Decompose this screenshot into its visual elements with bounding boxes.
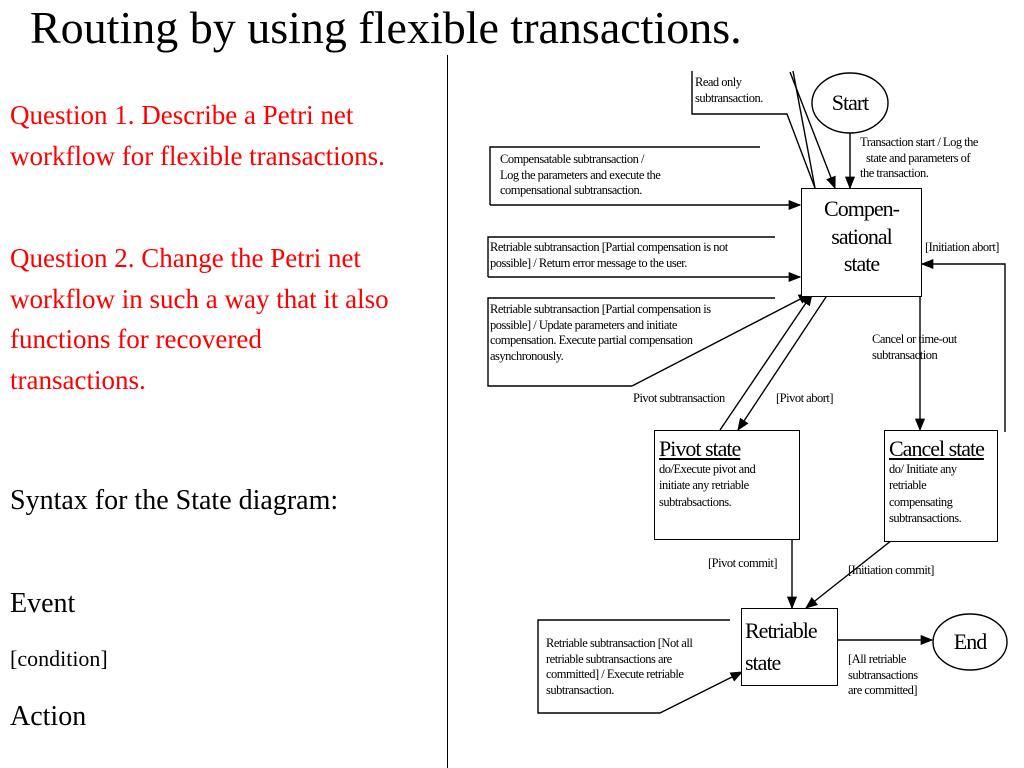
note-retriable-not-all: Retriable subtransaction [Not all retria…: [546, 636, 693, 697]
note-read-only: Read only subtransaction.: [695, 75, 763, 105]
pivot-state-body-2: initiate any retriable: [659, 478, 749, 493]
cancel-state-body-4: subtransactions.: [889, 510, 962, 525]
question-2: Question 2. Change the Petri net workflo…: [10, 243, 389, 395]
note-initiation-abort: [Initiation abort]: [925, 240, 999, 256]
retriable-possible-note-border: [487, 297, 775, 387]
comp-state-line-3: state: [843, 251, 880, 276]
syntax-event: Event: [10, 588, 76, 619]
cancel-state-box: Cancel state do/ Initiate any retriable …: [884, 430, 998, 542]
pivot-state-title: Pivot state: [659, 436, 741, 461]
pivot-state-box: Pivot state do/Execute pivot and initiat…: [654, 430, 800, 540]
divider-line: [447, 55, 448, 768]
comp-state-line-2: sational: [831, 223, 892, 249]
note-transaction-start: Transaction start / Log the state and pa…: [860, 135, 978, 181]
retriable-state-line-1: Retriable: [745, 618, 818, 643]
end-label: End: [953, 629, 987, 654]
start-label: Start: [831, 90, 870, 115]
note-retriable-possible: Retriable subtransaction [Partial compen…: [490, 302, 711, 363]
slide-title: Routing by using flexible transactions.: [30, 2, 742, 53]
cancel-state-title: Cancel state: [889, 436, 985, 461]
retriable-state-box: Retriable state: [741, 608, 838, 686]
read-only-note-border: [691, 70, 816, 189]
pivot-state-body-3: subtrabsactions.: [659, 494, 732, 509]
question-1: Question 1. Describe a Petri net workflo…: [10, 100, 385, 171]
note-cancel-timeout: Cancel or time-out subtransaction: [872, 332, 957, 362]
retriable-not-possible-note-border: [487, 236, 775, 277]
cancel-state-body-3: compensating: [889, 494, 953, 509]
cancel-state-body-1: do/ Initiate any: [889, 462, 957, 477]
comp-state-line-1: Compen-: [824, 196, 900, 221]
note-all-committed: [All retriable subtransactions are commi…: [848, 652, 918, 698]
retriable-not-all-note-border: [537, 619, 730, 714]
note-retriable-not-possible: Retriable subtransaction [Partial compen…: [490, 240, 728, 270]
retriable-state-line-2: state: [745, 649, 781, 675]
note-pivot-subtransaction: Pivot subtransaction: [633, 391, 725, 405]
note-pivot-commit: [Pivot commit]: [708, 556, 778, 570]
compensatable-note-border: [489, 146, 760, 205]
syntax-condition: [condition]: [10, 646, 108, 671]
note-initiation-commit: [Initiation commit]: [848, 563, 934, 577]
syntax-action: Action: [10, 701, 87, 732]
compensational-state-box: Compen- sational state: [801, 188, 922, 297]
syntax-heading: Syntax for the State diagram:: [10, 485, 339, 516]
note-pivot-abort: [Pivot abort]: [776, 391, 834, 405]
note-compensatable: Compensatable subtransaction / Log the p…: [500, 152, 661, 198]
pivot-state-body-1: do/Execute pivot and: [659, 462, 756, 477]
cancel-state-body-2: retriable: [889, 478, 927, 493]
